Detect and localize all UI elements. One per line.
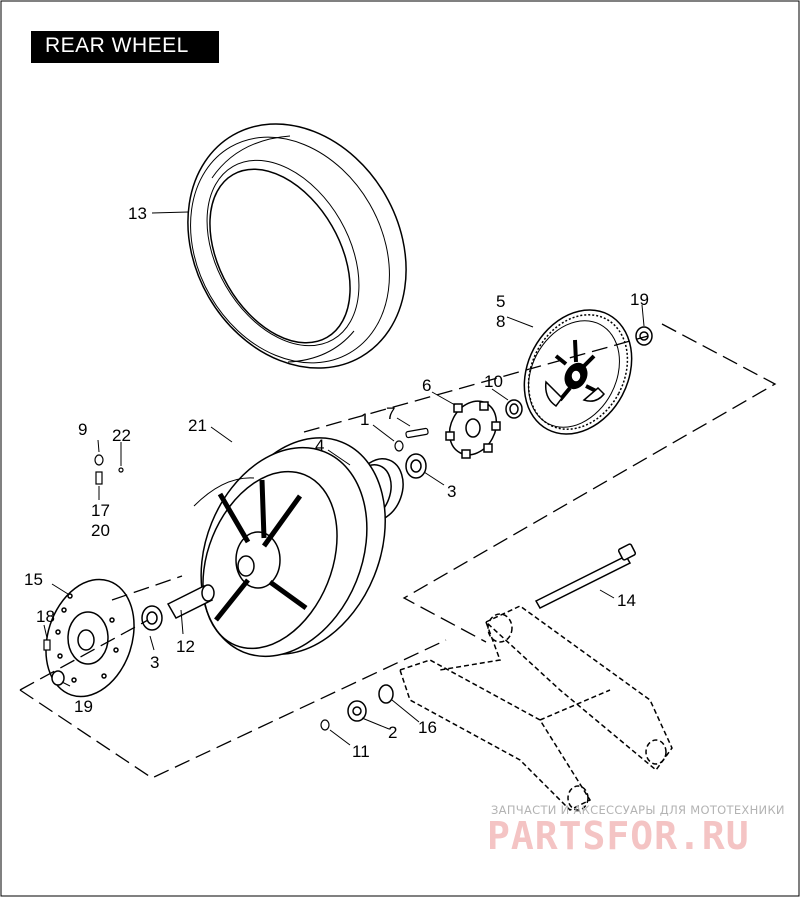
damper-6	[445, 400, 501, 459]
callout-1: 1	[360, 410, 369, 429]
callout-21: 21	[188, 416, 207, 435]
callout-4: 4	[315, 436, 324, 455]
title-banner: REAR WHEEL	[31, 31, 219, 63]
watermark-logo: PARTSFOR.RU	[487, 814, 750, 858]
callout-5: 5	[496, 292, 505, 311]
screw-7	[394, 427, 429, 452]
callout-19-lower: 19	[74, 697, 93, 716]
bearing-3-left	[141, 605, 163, 631]
callout-12: 12	[176, 637, 195, 656]
callout-6: 6	[422, 376, 431, 395]
callout-19-top: 19	[630, 290, 649, 309]
nut-2	[347, 700, 367, 722]
valve-stem-9	[94, 454, 124, 485]
bearing-3-right	[405, 453, 427, 479]
wheel-21	[193, 437, 386, 658]
callout-15: 15	[24, 570, 43, 589]
callout-3-right: 3	[447, 482, 456, 501]
callout-20: 20	[91, 521, 110, 540]
callout-22: 22	[112, 426, 131, 445]
callout-labels: 13 5 8 19 6 10 1 7 4 21 3 9 22 17 20 15 …	[24, 204, 649, 761]
callout-8: 8	[496, 312, 505, 331]
callout-9: 9	[78, 420, 87, 439]
callout-11: 11	[352, 742, 370, 761]
swingarm-reference	[399, 605, 673, 811]
callout-3-left: 3	[150, 653, 159, 672]
callout-10: 10	[484, 372, 503, 391]
bolt-18	[43, 639, 51, 651]
leader-lines	[43, 211, 645, 746]
assembly-centerlines	[19, 323, 777, 779]
callout-16: 16	[418, 718, 437, 737]
sleeve-12	[166, 584, 215, 619]
callout-13: 13	[128, 204, 147, 223]
callout-14: 14	[617, 591, 636, 610]
callout-17: 17	[91, 501, 110, 520]
callout-2: 2	[388, 723, 397, 742]
watermark-tagline: ЗАПЧАСТИ И АКСЕССУАРЫ ДЛЯ МОТОТЕХНИКИ	[491, 803, 785, 817]
callout-18: 18	[36, 607, 55, 626]
brake-rotor-15	[45, 578, 135, 698]
spacer-10	[505, 399, 523, 419]
callout-7: 7	[386, 404, 395, 423]
axle-14	[534, 543, 637, 609]
sprocket-5-8	[523, 309, 633, 435]
diagram-title: REAR WHEEL	[45, 34, 189, 57]
tire-13	[187, 123, 407, 369]
washer-16	[378, 684, 394, 704]
bearing-19-top	[635, 326, 653, 346]
bearing-19-lower	[51, 670, 65, 686]
clip-11	[320, 719, 330, 731]
